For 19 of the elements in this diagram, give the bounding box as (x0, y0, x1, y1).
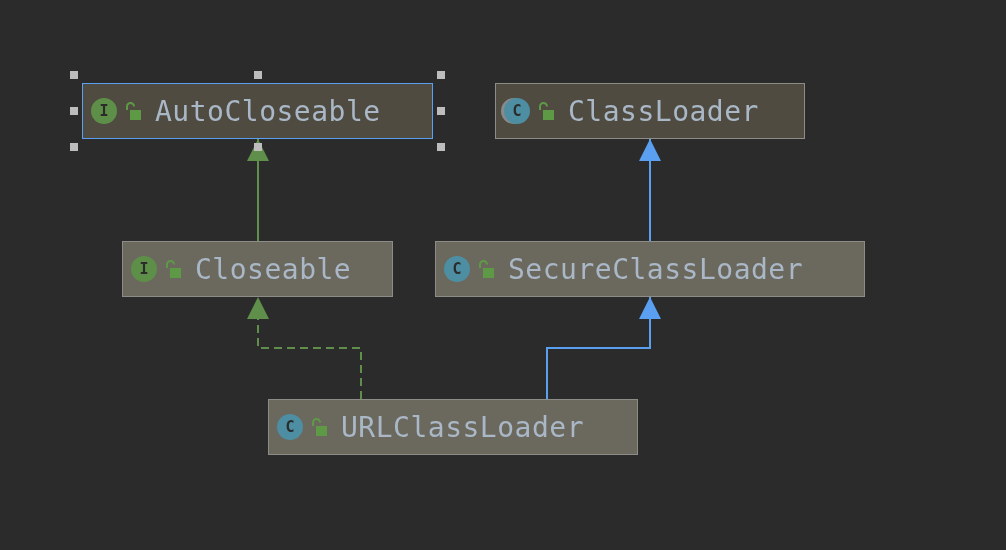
inheritance-arrow (247, 138, 269, 242)
class-name: URLClassLoader (341, 410, 584, 444)
class-box (122, 241, 393, 297)
class-name: AutoCloseable (155, 94, 381, 128)
class-box (495, 83, 805, 139)
class-box (268, 399, 638, 455)
type-badge: C (277, 414, 303, 440)
inheritance-arrow (639, 138, 661, 242)
type-badge: I (91, 98, 117, 124)
type-badge: C (504, 98, 530, 124)
inheritance-arrow (247, 296, 362, 400)
class-name: Closeable (195, 252, 352, 286)
class-box (435, 241, 865, 297)
type-badge: I (131, 256, 157, 282)
class-name: SecureClassLoader (508, 252, 804, 286)
type-badge: C (444, 256, 470, 282)
class-name: ClassLoader (568, 94, 759, 128)
inheritance-arrow (546, 296, 661, 400)
class-box (82, 83, 433, 139)
